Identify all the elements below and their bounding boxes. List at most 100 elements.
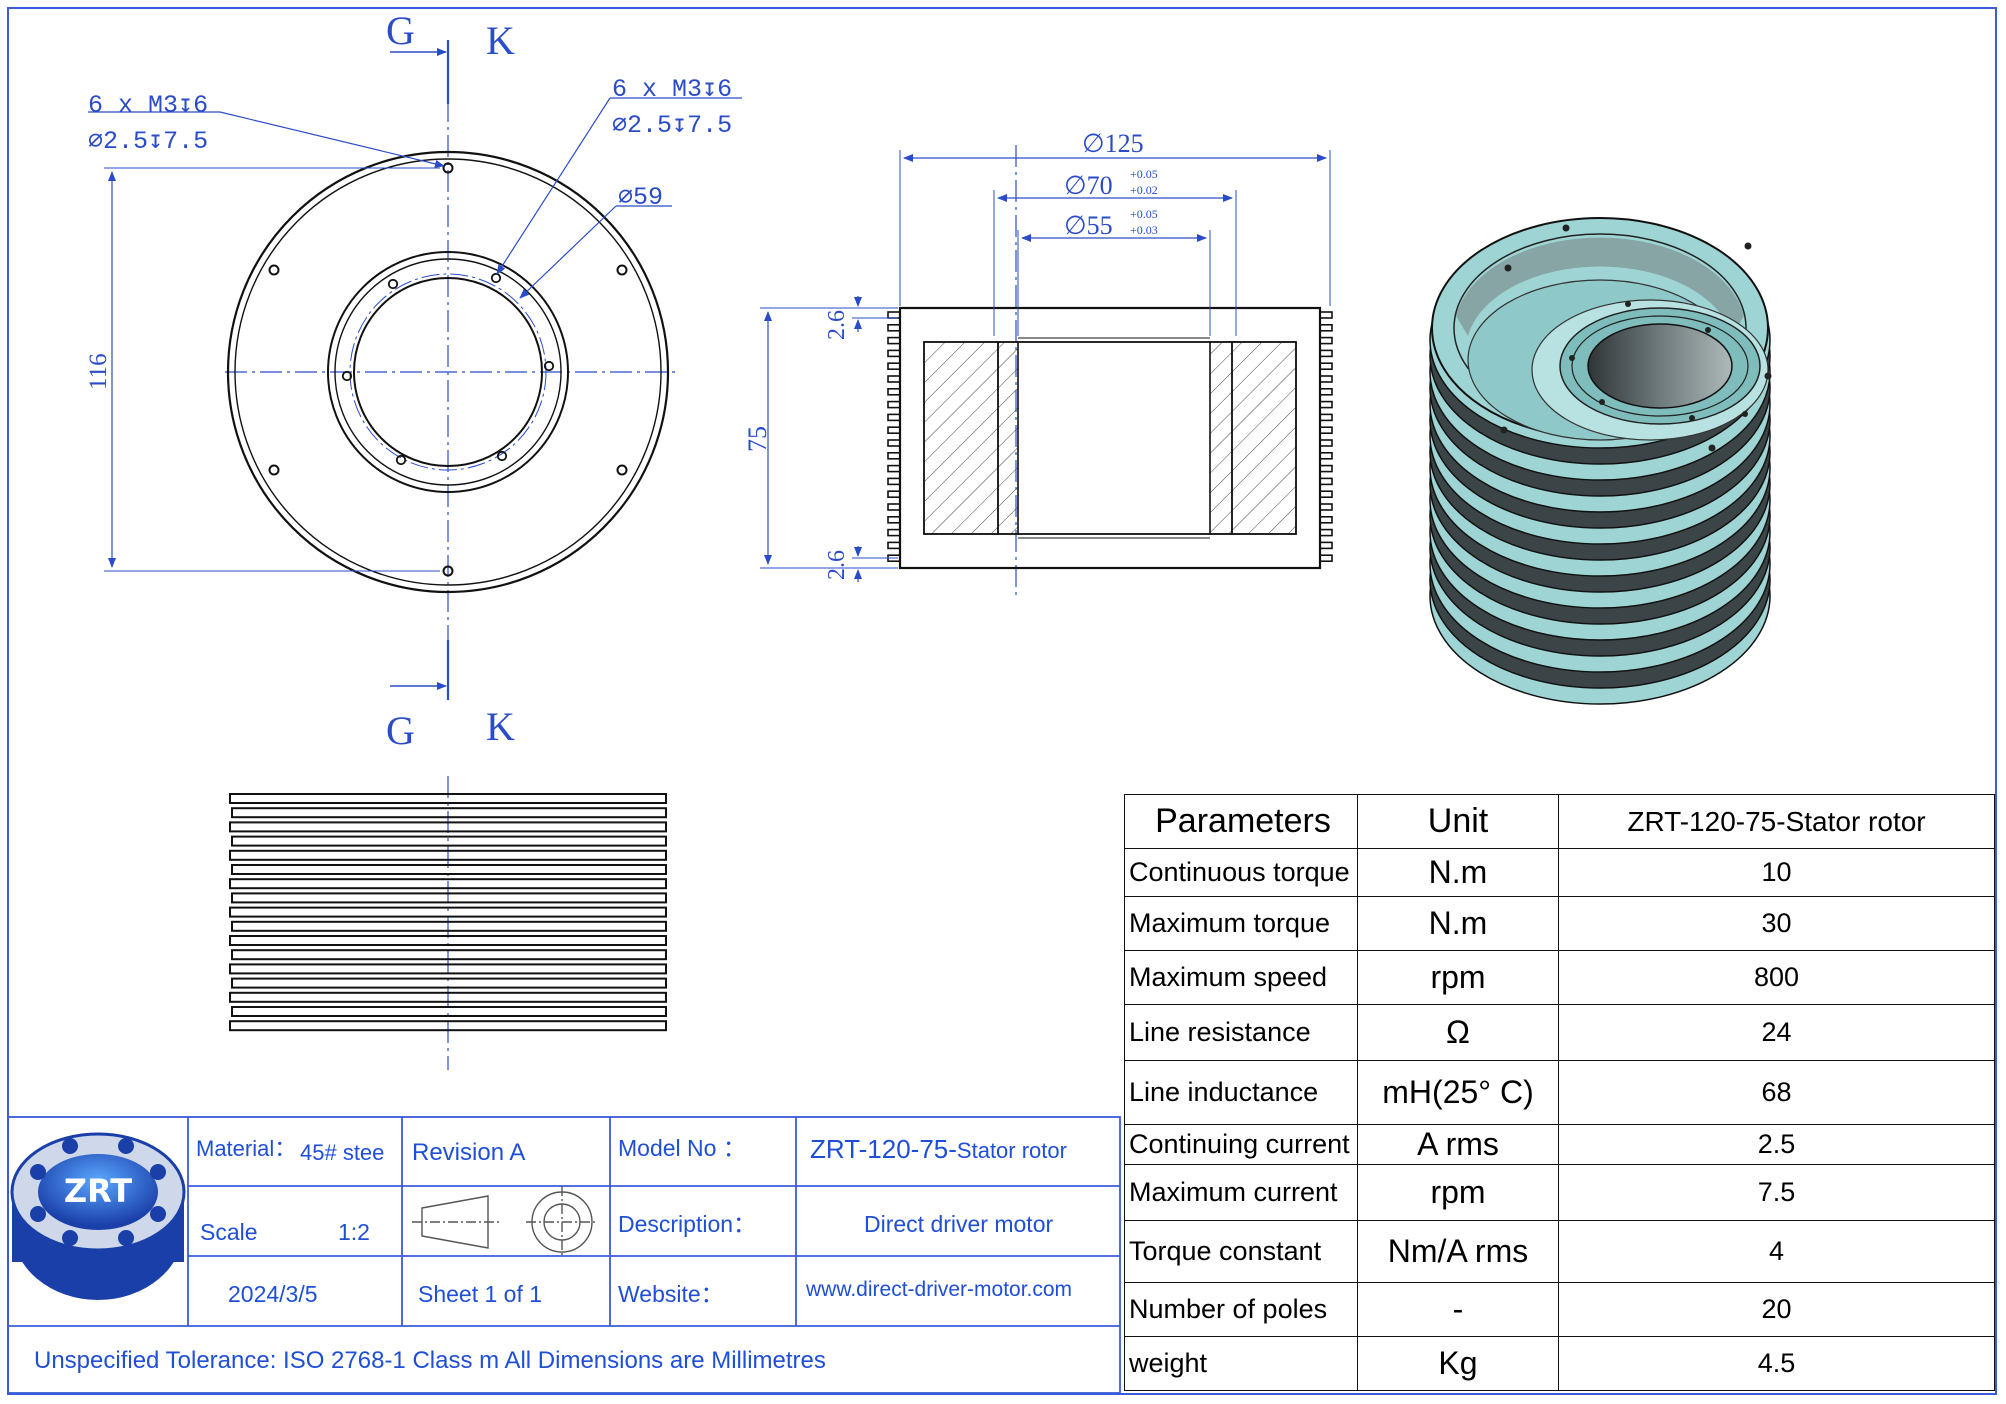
param-name: Maximum current: [1124, 1164, 1358, 1221]
section-tooth: [1319, 426, 1333, 435]
cooling-fin: [231, 864, 667, 875]
section-tooth: [887, 503, 901, 511]
param-value: 7.5: [1558, 1164, 1995, 1221]
param-name: Maximum speed: [1124, 950, 1358, 1005]
section-label-k-bottom: K: [486, 704, 515, 749]
param-name: Maximum torque: [1124, 896, 1358, 951]
bore-dia-55-tol-lower: +0.03: [1130, 223, 1158, 237]
section-tooth: [887, 362, 901, 371]
section-tooth: [887, 528, 901, 537]
cooling-fin: [229, 793, 667, 804]
param-value: 20: [1558, 1282, 1995, 1337]
material-value: 45# stee: [300, 1140, 384, 1165]
section-tooth: [887, 400, 901, 409]
cooling-fin: [231, 835, 667, 847]
sheet-frame: [7, 7, 1997, 1395]
param-value: 800: [1558, 950, 1995, 1005]
bolt-circle-dim: ∅59: [618, 183, 663, 212]
cooling-fin: [231, 949, 667, 961]
param-value: 2.5: [1558, 1124, 1995, 1165]
logo-text: ZRT: [64, 1172, 132, 1210]
section-tooth: [887, 426, 901, 435]
scale-label: Scale: [200, 1219, 258, 1245]
section-tooth: [887, 336, 901, 345]
section-tooth: [1319, 400, 1333, 409]
cooling-fin: [231, 807, 667, 819]
param-name: Continuing current: [1124, 1124, 1358, 1165]
param-value: 10: [1558, 848, 1995, 897]
param-unit: Ω: [1357, 1004, 1559, 1061]
param-name: weight: [1124, 1336, 1358, 1391]
header-unit: Unit: [1357, 794, 1559, 849]
description-label: Description：: [618, 1211, 756, 1237]
outer-hole-callout-line2: ∅2.5↧7.5: [88, 127, 208, 156]
section-tooth: [1319, 451, 1333, 460]
section-tooth: [1319, 323, 1333, 332]
param-name: Number of poles: [1124, 1282, 1358, 1337]
cooling-fin: [229, 963, 667, 975]
cooling-fin: [229, 935, 667, 946]
param-unit: Kg: [1357, 1336, 1559, 1391]
header-model: ZRT-120-75-Stator rotor: [1558, 794, 1995, 849]
description-value: Direct driver motor: [864, 1211, 1053, 1237]
cooling-fin: [229, 991, 667, 1003]
section-tooth: [887, 413, 901, 422]
outer-hole-callout-line1: 6 x M3↧6: [88, 91, 208, 120]
section-tooth: [887, 541, 901, 550]
section-tooth: [887, 323, 901, 332]
projection-symbol: [412, 1186, 598, 1258]
title-block-frame: [7, 1116, 1121, 1394]
section-tooth: [1319, 515, 1333, 524]
param-unit: A rms: [1357, 1124, 1559, 1165]
model-label: Model No ：: [618, 1135, 746, 1161]
bore-dia-55-dim: ∅55: [1064, 211, 1113, 240]
cooling-fin: [231, 920, 667, 932]
tolerance-footer: Unspecified Tolerance: ISO 2768-1 Class …: [34, 1347, 826, 1374]
param-name: Line inductance: [1124, 1060, 1358, 1125]
section-tooth: [1319, 375, 1333, 383]
section-label-g-top: G: [386, 8, 415, 53]
param-unit: N.m: [1357, 896, 1559, 951]
height-dim-116: 116: [85, 353, 112, 390]
section-tooth: [887, 439, 901, 447]
param-unit: rpm: [1357, 1164, 1559, 1221]
param-unit: rpm: [1357, 950, 1559, 1005]
param-unit: Nm/A rms: [1357, 1220, 1559, 1283]
cooling-fin: [231, 977, 667, 989]
section-tooth: [1319, 503, 1333, 511]
section-label-k-top: K: [486, 18, 515, 63]
cooling-fin: [229, 878, 667, 890]
bore-dia-70-tol-upper: +0.05: [1130, 167, 1158, 181]
website-value: www.direct-driver-motor.com: [805, 1278, 1072, 1301]
model-value: ZRT-120-75-Stator rotor: [810, 1134, 1067, 1164]
section-tooth: [887, 490, 901, 499]
cooling-fin: [229, 849, 667, 861]
section-tooth: [1319, 311, 1333, 319]
param-name: Continuous torque: [1124, 848, 1358, 897]
outer-dia-dim: ∅125: [1082, 129, 1144, 158]
zrt-logo: ZRT: [10, 1132, 186, 1300]
cooling-fin: [229, 906, 667, 918]
flange-bottom-dim: 2.6: [824, 550, 850, 580]
param-value: 24: [1558, 1004, 1995, 1061]
section-tooth: [887, 311, 901, 319]
side-view-exterior: [229, 776, 667, 1070]
section-tooth: [1319, 477, 1333, 486]
inner-hole-callout-line2: ∅2.5↧7.5: [612, 111, 732, 140]
section-tooth: [1319, 413, 1333, 422]
revision: Revision A: [412, 1139, 525, 1166]
section-tooth: [887, 349, 901, 358]
section-tooth: [1319, 528, 1333, 537]
section-tooth: [887, 464, 901, 473]
param-value: 30: [1558, 896, 1995, 951]
length-dim-75: 75: [743, 426, 772, 452]
section-label-g-bottom: G: [386, 708, 415, 753]
section-tooth: [1319, 439, 1333, 447]
bore-dia-70-dim: ∅70: [1064, 171, 1113, 200]
render-3d: [1429, 217, 1772, 705]
section-tooth: [887, 387, 901, 396]
section-tooth: [1319, 464, 1333, 473]
param-unit: N.m: [1357, 848, 1559, 897]
flange-top-dim: 2.6: [824, 310, 850, 340]
cooling-fin: [229, 1020, 667, 1032]
